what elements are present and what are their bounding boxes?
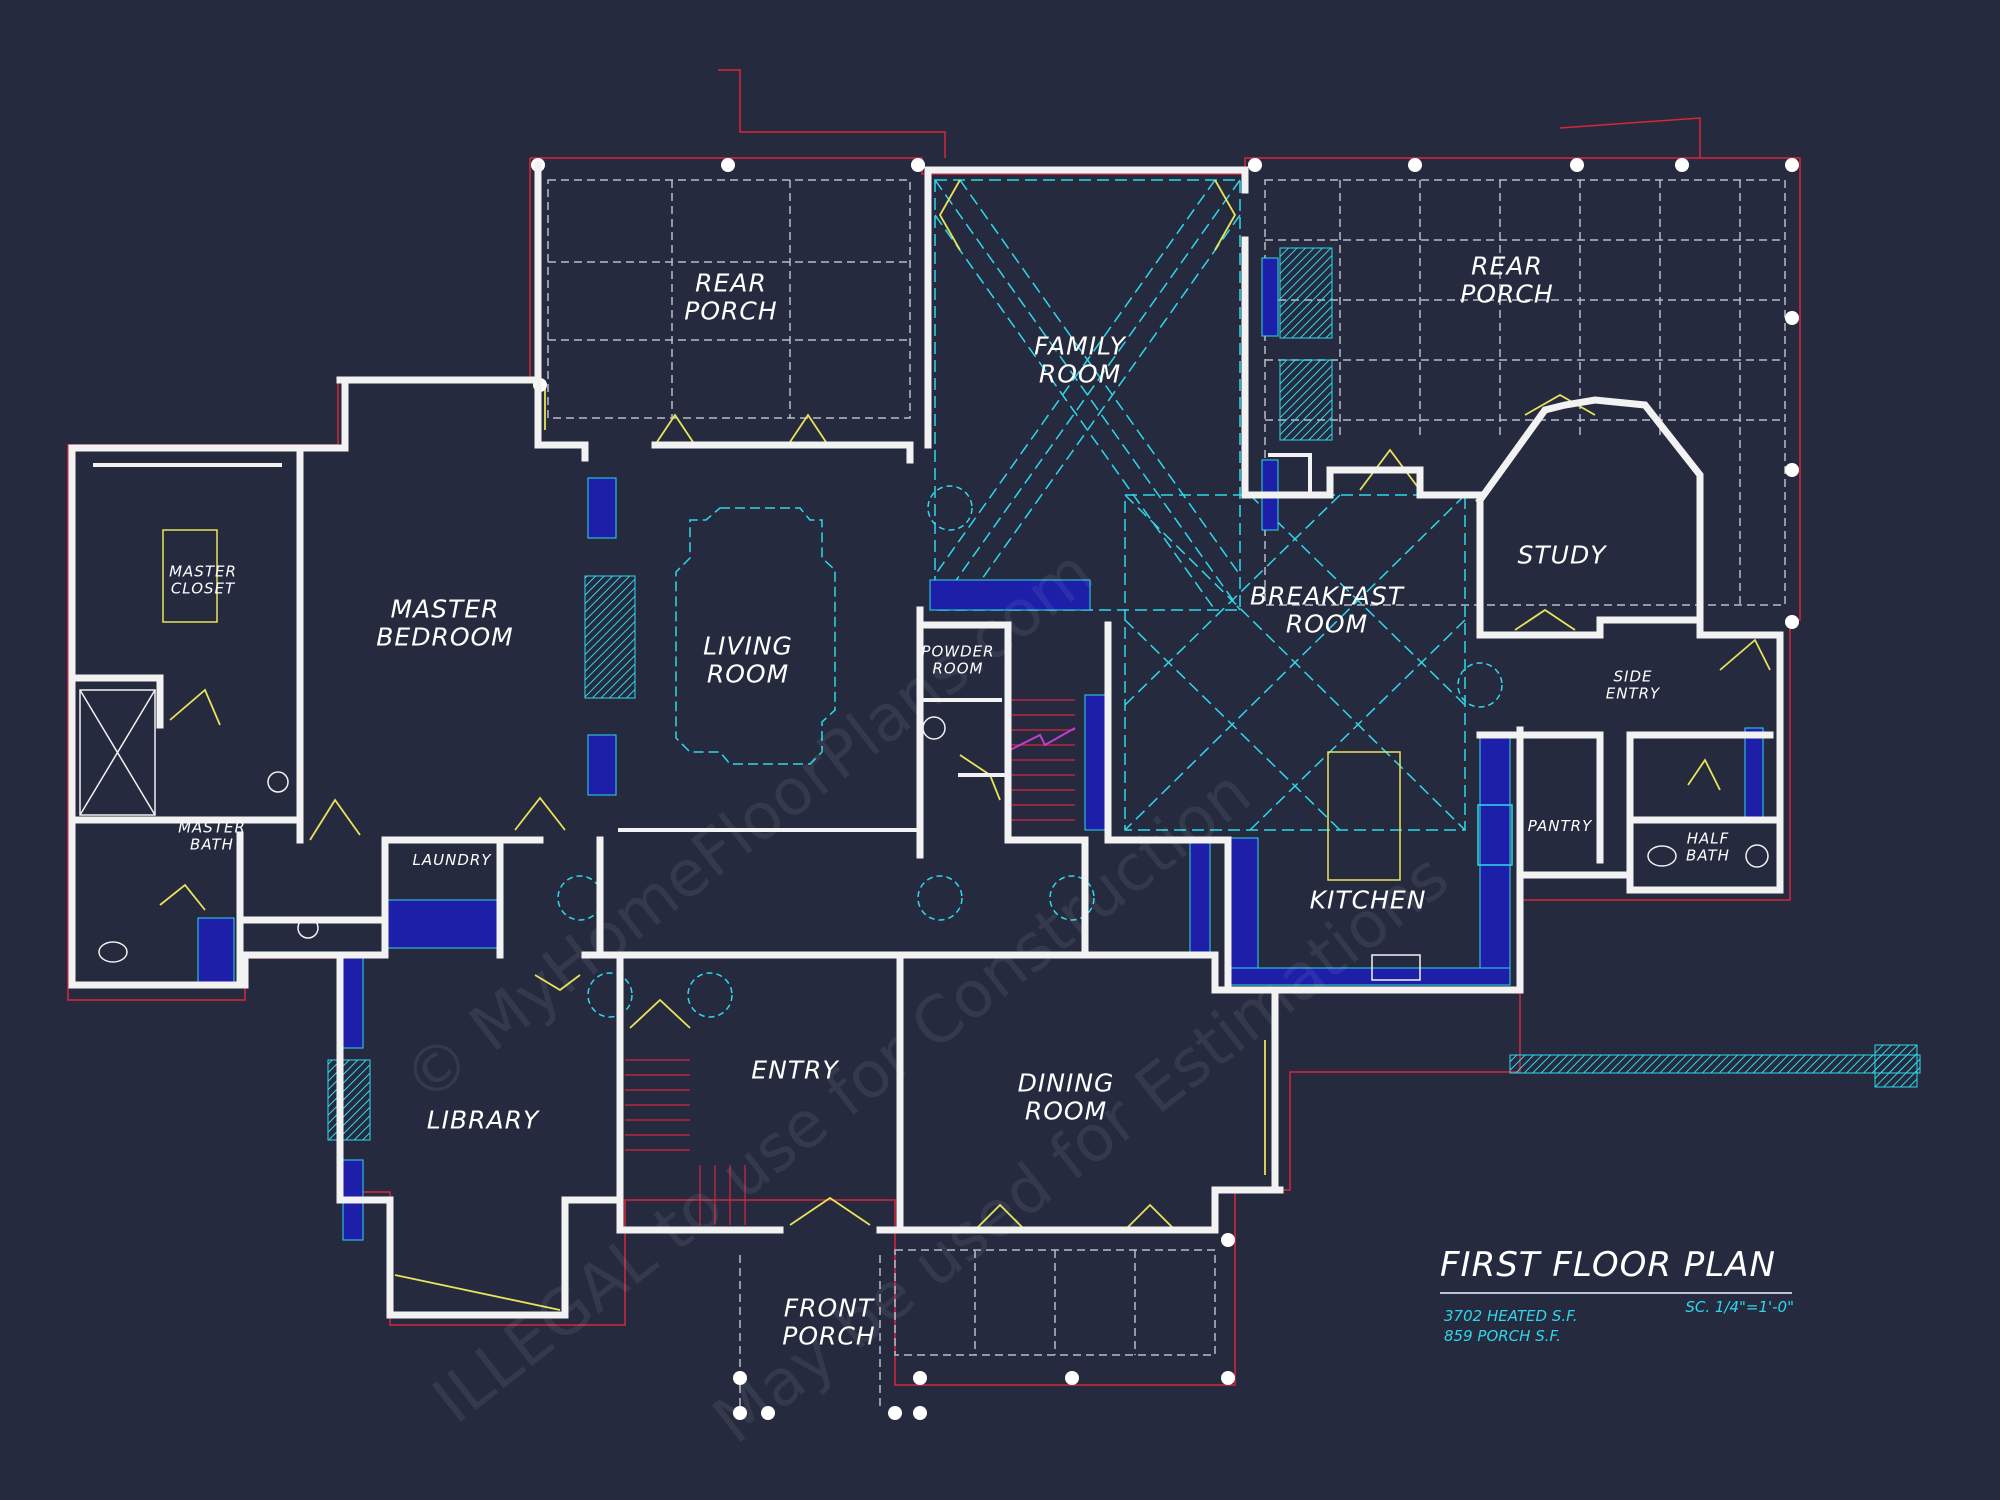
walls — [68, 161, 1784, 1319]
scale-note: SC. 1/4"=1'-0" — [1685, 1298, 1794, 1316]
heated-sf-note: 3702 HEATED S.F. — [1444, 1307, 1578, 1325]
living-room-ceiling — [675, 507, 836, 765]
front-porch-grid — [739, 1249, 1216, 1410]
plan-title: FIRST FLOOR PLAN — [1440, 1245, 1776, 1285]
room-label-pantry: PANTRY — [1527, 816, 1593, 835]
exterior-outline — [67, 69, 1801, 1386]
title-underline — [1440, 1292, 1792, 1294]
room-label-master-bath: MASTER BATH — [178, 818, 246, 853]
room-label-rear-porch-right: REAR PORCH — [1460, 251, 1554, 308]
door-swings — [159, 179, 1771, 1311]
room-label-master-bedroom: MASTER BEDROOM — [376, 594, 514, 651]
room-label-half-bath: HALF BATH — [1686, 829, 1730, 864]
rear-porch-left-grid — [547, 179, 911, 419]
room-label-side-entry: SIDE ENTRY — [1605, 667, 1661, 702]
room-label-dining-room: DINING ROOM — [1017, 1068, 1115, 1125]
room-label-master-closet: MASTER CLOSET — [169, 562, 237, 597]
porch-sf-note: 859 PORCH S.F. — [1444, 1327, 1561, 1345]
room-label-library: LIBRARY — [426, 1105, 540, 1135]
room-label-front-porch: FRONT PORCH — [782, 1293, 876, 1350]
room-label-living-room: LIVING ROOM — [703, 631, 793, 688]
room-label-family-room: FAMILY ROOM — [1034, 331, 1126, 388]
room-label-entry: ENTRY — [751, 1055, 839, 1085]
kitchen-island — [162, 529, 1513, 881]
fireplaces — [327, 247, 1921, 1141]
breakfast-kitchen-ceiling — [1124, 494, 1466, 831]
title-block: FIRST FLOOR PLAN SC. 1/4"=1'-0" 3702 HEA… — [1440, 1245, 1800, 1365]
room-label-kitchen: KITCHEN — [1309, 885, 1427, 915]
stairs — [625, 699, 1075, 1225]
room-label-laundry: LAUNDRY — [412, 850, 492, 869]
room-label-powder-room: POWDER ROOM — [921, 642, 995, 677]
cabinetry — [197, 257, 1764, 1241]
room-label-rear-porch-left: REAR PORCH — [684, 268, 778, 325]
plumbing-fixtures — [79, 689, 1769, 981]
family-room-ceiling — [934, 179, 1241, 611]
stair-break-line — [1009, 727, 1076, 751]
room-label-study: STUDY — [1517, 540, 1607, 570]
room-label-breakfast-room: BREAKFAST ROOM — [1250, 581, 1404, 638]
rear-porch-right-grid — [1264, 179, 1786, 606]
